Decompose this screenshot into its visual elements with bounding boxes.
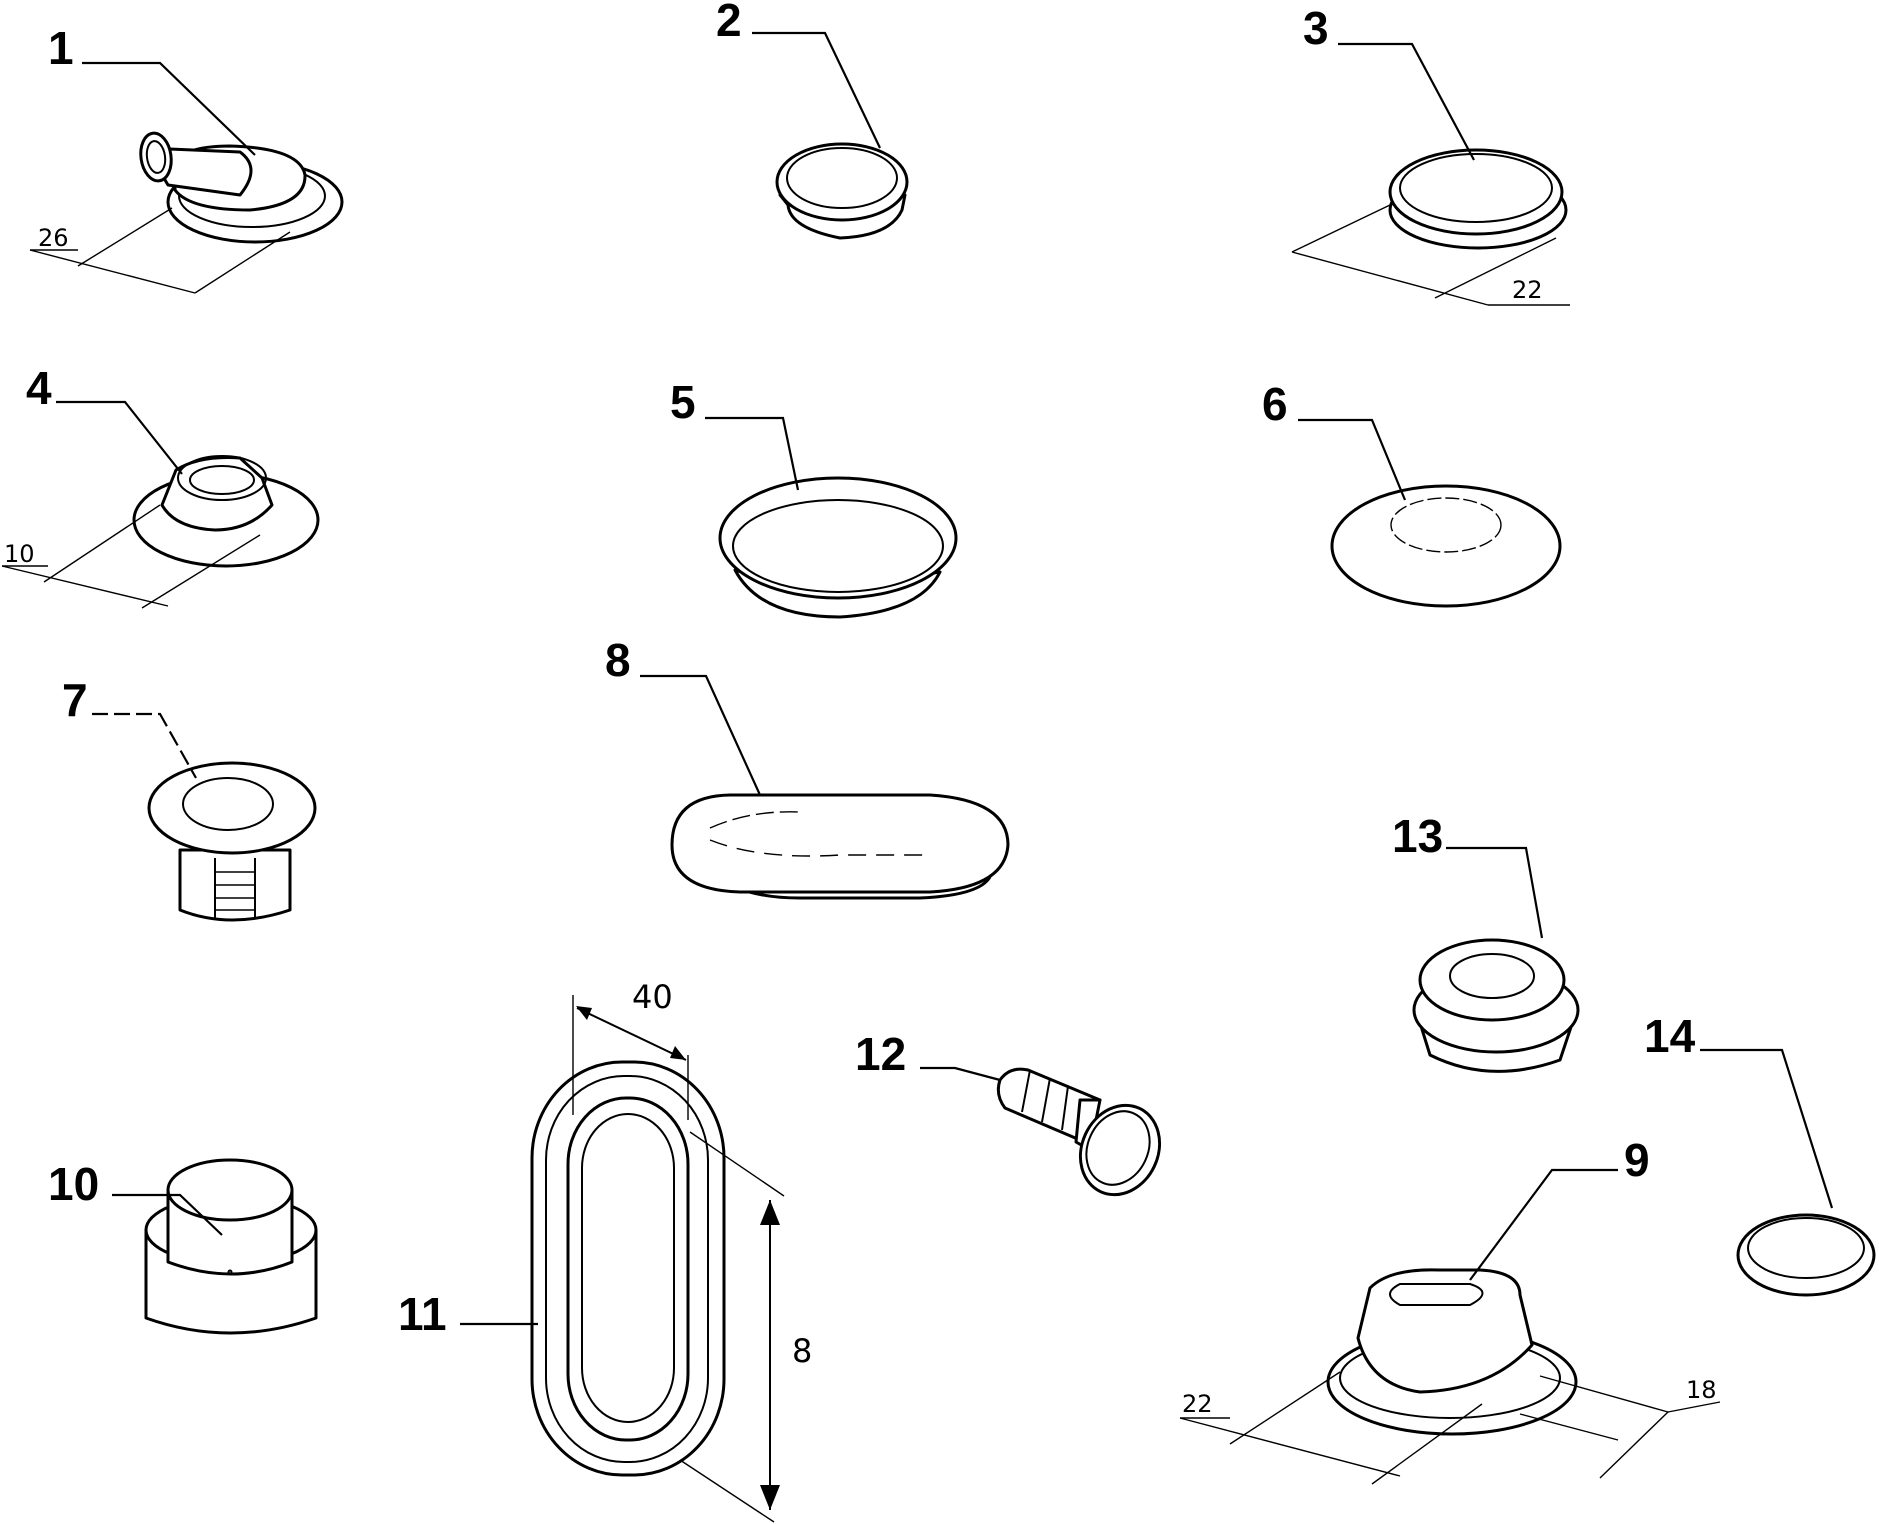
part-14-small-cap [1736, 1213, 1876, 1297]
part-9-oval-grommet [1326, 1268, 1578, 1436]
dimension-40 [572, 995, 689, 1120]
callout-14: 14 [1644, 1010, 1696, 1062]
part-1-tube-grommet [139, 131, 344, 244]
callout-6-leader [1298, 418, 1407, 501]
callout-7: 7 [62, 674, 88, 726]
dimension-26-label: 26 [38, 224, 69, 252]
callout-5-leader [705, 416, 800, 491]
callout-5: 5 [670, 376, 696, 428]
callout-7-leader [92, 712, 197, 779]
part-13-stacked-grommet [1412, 938, 1580, 1073]
dimension-18 [1519, 1375, 1721, 1479]
dimension-40-label: 40 [632, 978, 673, 1016]
callout-11: 11 [398, 1288, 447, 1340]
dimension-18-label: 18 [1686, 1376, 1717, 1404]
callout-12-leader [920, 1066, 1001, 1082]
callout-4: 4 [26, 362, 52, 414]
part-5-round-cap [718, 476, 958, 619]
callout-8: 8 [605, 634, 631, 686]
callout-2: 2 [716, 0, 742, 46]
part-8-oval-plug [670, 793, 1010, 900]
callout-6: 6 [1262, 378, 1288, 430]
callout-13: 13 [1392, 810, 1443, 862]
dimension-22-part3-label: 22 [1512, 276, 1543, 304]
callout-10: 10 [48, 1158, 99, 1210]
callout-13-leader [1446, 846, 1544, 939]
dimension-8-label: 8 [792, 1332, 812, 1370]
callout-1-leader [82, 61, 256, 156]
callout-2-leader [752, 31, 881, 149]
part-3-cap [1388, 148, 1568, 250]
callout-3-leader [1338, 42, 1475, 161]
part-11-oval-ring [530, 1060, 726, 1477]
dimension-22-part9 [1179, 1371, 1483, 1485]
callout-8-leader [640, 674, 762, 796]
dimension-26 [29, 207, 291, 294]
part-4-domed-grommet [132, 455, 320, 568]
callout-9: 9 [1624, 1134, 1650, 1186]
callout-9-leader [1469, 1168, 1618, 1281]
part-10-stepped-cylinder [144, 1158, 318, 1335]
part-2-plug [775, 142, 909, 240]
part-7-snap-plug [147, 761, 317, 922]
callout-10-leader [112, 1193, 223, 1236]
callout-14-leader [1700, 1048, 1834, 1209]
dimension-22-part3 [1291, 204, 1570, 306]
callout-4-leader [56, 400, 183, 475]
part-12-fastener [996, 1067, 1162, 1197]
callout-12: 12 [855, 1028, 906, 1080]
dimension-8 [679, 1131, 785, 1523]
dimension-10 [1, 504, 261, 609]
dimension-22-part9-label: 22 [1182, 1390, 1213, 1418]
part-6-disc [1330, 484, 1562, 608]
callout-3: 3 [1303, 2, 1329, 54]
dimension-10-label: 10 [4, 540, 35, 568]
callout-1: 1 [48, 22, 74, 74]
